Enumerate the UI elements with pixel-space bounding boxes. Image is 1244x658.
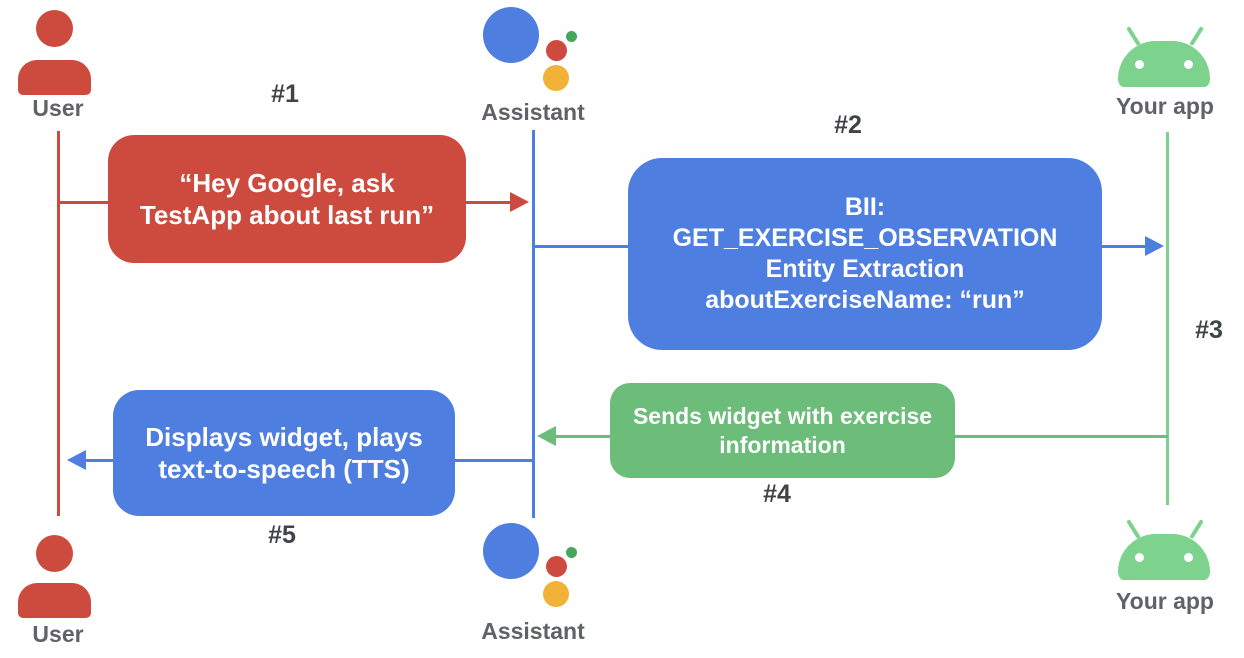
app-lifeline (1166, 132, 1169, 505)
assistant-blue-dot (483, 523, 539, 579)
message-2-line2: GET_EXERCISE_OBSERVATION (672, 223, 1058, 252)
step-label-2: #2 (834, 111, 862, 139)
actor-label-app-bottom: Your app (1116, 588, 1214, 614)
message-5-line-left (86, 459, 113, 462)
assistant-green-dot (566, 547, 577, 558)
message-5-line1: Displays widget, plays (145, 421, 423, 452)
android-antenna-left (1126, 519, 1141, 540)
message-4-arrowhead-icon (537, 426, 556, 446)
actor-label-assistant-bottom: Assistant (481, 618, 585, 644)
message-1-box: “Hey Google, ask TestApp about last run” (108, 135, 466, 263)
message-2-line4: aboutExerciseName: “run” (705, 286, 1025, 315)
message-2-box: BII: GET_EXERCISE_OBSERVATION Entity Ext… (628, 158, 1102, 350)
android-head (1118, 534, 1210, 580)
message-2-arrowhead-icon (1145, 236, 1164, 256)
actor-label-user-top: User (32, 95, 84, 121)
android-antenna-right (1189, 519, 1204, 540)
actor-label-app-top: Your app (1116, 93, 1214, 119)
message-2-line-left (534, 245, 628, 248)
message-4-line2: information (719, 431, 846, 458)
actor-label-assistant-top: Assistant (481, 99, 585, 125)
step-label-5: #5 (268, 521, 296, 549)
message-5-arrowhead-icon (67, 450, 86, 470)
assistant-yellow-dot (543, 581, 569, 607)
person-body (18, 60, 91, 95)
user-lifeline (57, 131, 60, 516)
message-4-line-right (955, 435, 1168, 438)
person-body (18, 583, 91, 618)
person-head (36, 535, 73, 572)
step-label-4: #4 (763, 480, 791, 508)
android-antenna-left (1126, 26, 1141, 47)
message-2-line-right (1102, 245, 1146, 248)
message-4-line-left (556, 435, 610, 438)
assistant-green-dot (566, 31, 577, 42)
message-5-line2: text-to-speech (TTS) (158, 454, 410, 484)
assistant-lifeline (532, 130, 535, 518)
message-2-line1: BII: (844, 192, 886, 221)
android-head (1118, 41, 1210, 87)
message-1-line-right (466, 201, 511, 204)
assistant-red-dot (546, 556, 567, 577)
actor-label-user-bottom: User (32, 621, 84, 647)
android-eye-right (1184, 60, 1193, 69)
person-head (36, 10, 73, 47)
message-1-arrowhead-icon (510, 192, 529, 212)
assistant-yellow-dot (543, 65, 569, 91)
message-4-box: Sends widget with exercise information (610, 383, 955, 478)
message-4-line1: Sends widget with exercise (632, 402, 933, 429)
android-antenna-right (1189, 26, 1204, 47)
message-5-line-right (455, 459, 533, 462)
android-eye-left (1135, 553, 1144, 562)
message-1-line-left (58, 201, 108, 204)
step-label-1: #1 (271, 80, 299, 108)
android-eye-right (1184, 553, 1193, 562)
message-1-line1: “Hey Google, ask (179, 167, 395, 198)
message-5-box: Displays widget, plays text-to-speech (T… (113, 390, 455, 516)
message-1-line2: TestApp about last run” (139, 200, 435, 230)
assistant-blue-dot (483, 7, 539, 63)
assistant-red-dot (546, 40, 567, 61)
message-2-line3: Entity Extraction (765, 255, 965, 283)
android-eye-left (1135, 60, 1144, 69)
step-label-3: #3 (1195, 316, 1223, 344)
